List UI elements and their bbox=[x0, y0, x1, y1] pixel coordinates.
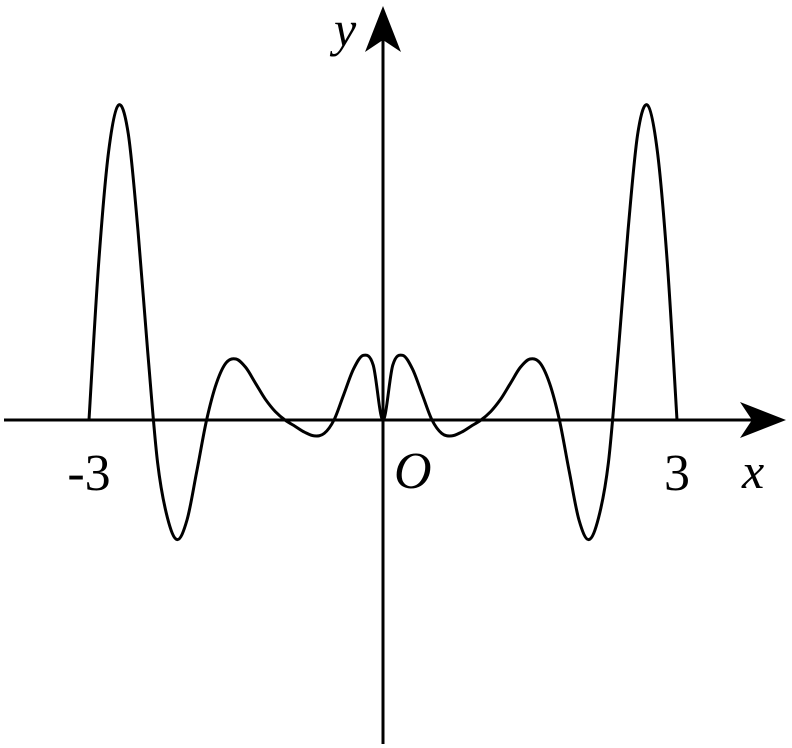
x-axis-label: x bbox=[741, 443, 764, 499]
x-axis-arrow bbox=[740, 402, 786, 438]
x-tick-label-0: -3 bbox=[67, 445, 110, 502]
y-axis-arrow bbox=[365, 6, 401, 52]
function-curve bbox=[87, 103, 679, 542]
x-tick-label-1: 3 bbox=[664, 445, 690, 502]
y-axis-label: y bbox=[329, 1, 357, 57]
origin-label: O bbox=[394, 443, 432, 500]
x-tick-labels: -3 3 bbox=[67, 445, 690, 502]
